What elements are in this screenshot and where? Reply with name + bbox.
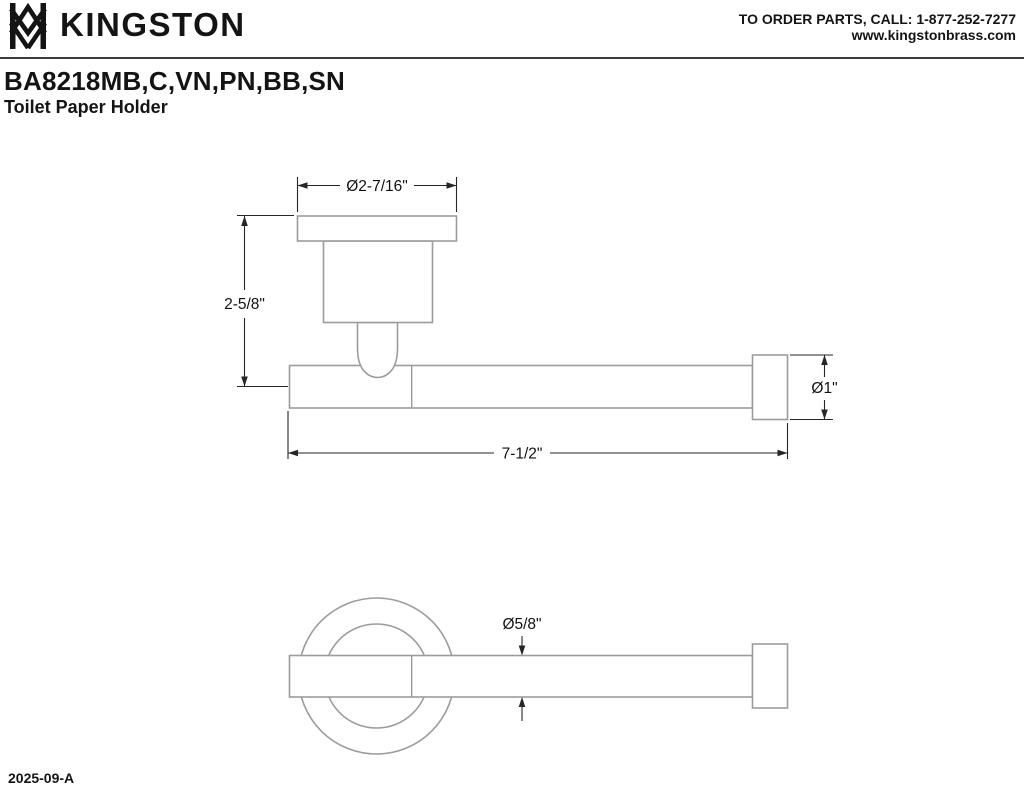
- product-name: Toilet Paper Holder: [4, 97, 168, 117]
- dim-label-bar-diameter: Ø5/8": [502, 616, 541, 633]
- post-outline: [322, 240, 434, 324]
- dim-label-mount-height: 2-5/8": [224, 296, 265, 313]
- pivot-stem-outline: [356, 321, 399, 379]
- dim-flange-diameter: Ø2-7/16": [296, 177, 458, 212]
- side-view-drawing: Ø2-7/16" 2-5/8" 7-1/2": [224, 177, 838, 463]
- dim-label-overall-length: 7-1/2": [502, 446, 543, 463]
- bar-side-outline: [288, 364, 754, 409]
- dim-label-end-cap-diameter: Ø1": [811, 380, 837, 397]
- flange-side-outline: [296, 215, 458, 242]
- product-code: BA8218MB,C,VN,PN,BB,SN: [4, 66, 346, 96]
- dim-end-cap-diameter: Ø1": [790, 354, 838, 421]
- bar-plan-outline: [288, 654, 754, 698]
- end-cap-side-outline: [751, 354, 789, 421]
- header-divider: [0, 57, 1024, 59]
- website-link: www.kingstonbrass.com: [851, 26, 1016, 43]
- kingston-logo-icon: [9, 3, 47, 49]
- contact-block: TO ORDER PARTS, CALL: 1-877-252-7277 www…: [738, 11, 1016, 43]
- end-cap-plan-outline: [751, 643, 789, 709]
- plan-view-drawing: Ø5/8": [288, 597, 789, 755]
- dim-overall-length: 7-1/2": [287, 411, 789, 463]
- brand-name: KINGSTON: [60, 6, 246, 43]
- dim-mount-height: 2-5/8": [224, 214, 294, 388]
- dim-label-flange-diameter: Ø2-7/16": [346, 178, 408, 195]
- order-parts-line: TO ORDER PARTS, CALL: 1-877-252-7277: [738, 11, 1016, 27]
- revision-code: 2025-09-A: [8, 770, 75, 786]
- dim-bar-diameter: Ø5/8": [502, 616, 542, 721]
